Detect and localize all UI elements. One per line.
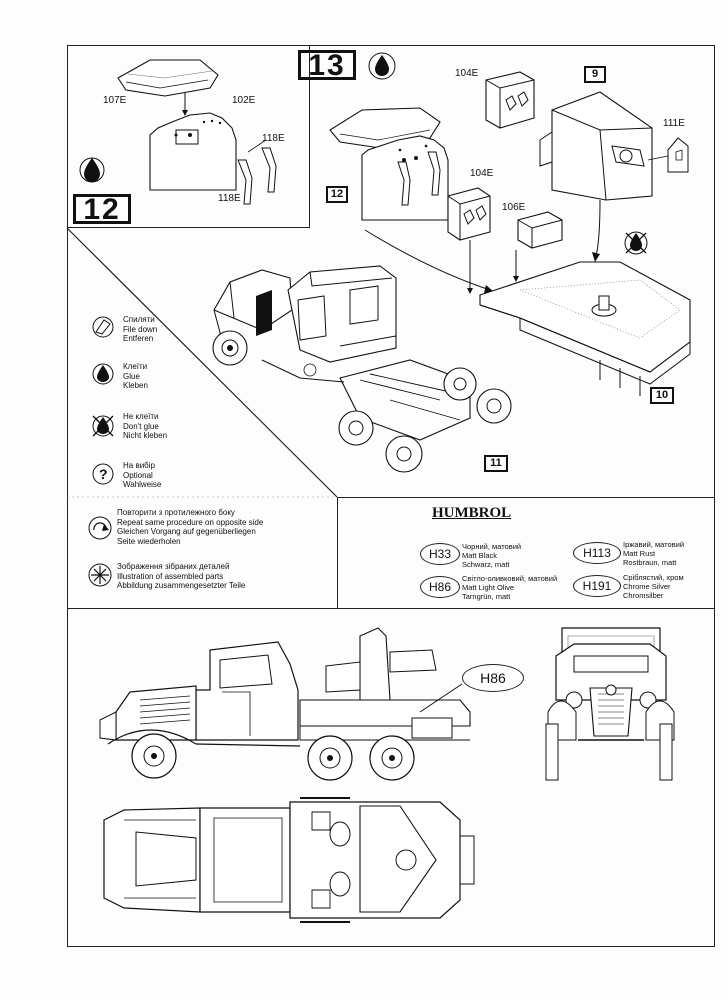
part-label-104E-a: 104E bbox=[455, 68, 479, 79]
part-label-118E-a: 118E bbox=[262, 133, 285, 144]
step-10-label: 10 bbox=[650, 387, 674, 404]
step-12-label: 12 bbox=[73, 194, 131, 225]
step-13-label: 13 bbox=[298, 50, 356, 81]
paint-code-h33: H33 bbox=[420, 543, 460, 565]
part-label-102E: 102E bbox=[232, 95, 256, 106]
paint-code-h86: H86 bbox=[420, 576, 460, 598]
divider-legend bbox=[337, 497, 338, 608]
page-frame bbox=[67, 45, 715, 947]
paint-callout-h86: H86 bbox=[462, 664, 524, 692]
part-label-118E-b: 118E bbox=[218, 193, 241, 204]
paint-code-h113: H113 bbox=[573, 542, 621, 564]
paint-code-h191: H191 bbox=[573, 575, 621, 597]
step12-box bbox=[67, 45, 310, 228]
divider-lower bbox=[67, 608, 715, 609]
step-11-label: 11 bbox=[484, 455, 508, 472]
paint-brand-title: HUMBROL bbox=[432, 505, 512, 521]
step-12-ref-label: 12 bbox=[326, 186, 348, 203]
part-label-106E: 106E bbox=[502, 202, 526, 213]
part-label-111E: 111E bbox=[663, 118, 685, 129]
svg-text:?: ? bbox=[99, 466, 108, 482]
step-9-label: 9 bbox=[584, 66, 606, 83]
divider-middle bbox=[337, 497, 715, 498]
part-label-107E: 107E bbox=[103, 95, 127, 106]
part-label-104E-b: 104E bbox=[470, 168, 494, 179]
